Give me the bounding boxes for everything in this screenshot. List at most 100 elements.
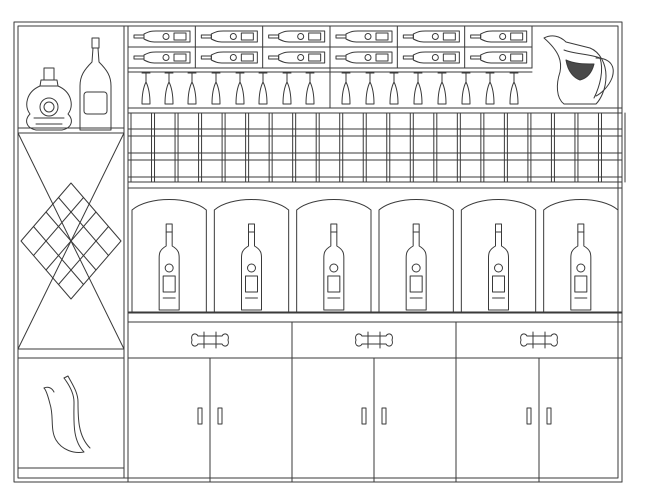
- rack-grid-line: [58, 226, 109, 285]
- glass-bowl: [235, 81, 245, 105]
- bottle-label: [442, 32, 456, 41]
- pitcher-handle: [595, 57, 614, 97]
- door-handle-right: [381, 407, 387, 425]
- inner-frame: [17, 25, 619, 479]
- bottle-body: [241, 231, 262, 311]
- bottle-medallion: [162, 54, 170, 61]
- bottle-medallion: [431, 54, 439, 61]
- bottle-body: [143, 51, 191, 64]
- bottle-medallion: [364, 54, 372, 61]
- bottle-body: [210, 30, 258, 43]
- bottle-cap: [248, 223, 255, 233]
- glass-bowl: [413, 81, 423, 105]
- bottle-body: [143, 30, 191, 43]
- lying-bottle: [268, 51, 326, 64]
- rack-grid-line: [45, 211, 97, 271]
- bottle-neck: [200, 55, 212, 60]
- standing-wine-bottle: [323, 223, 345, 311]
- arched-niche: [378, 199, 454, 313]
- bottle-body: [570, 231, 592, 311]
- cognac-medallion-inner: [43, 101, 55, 113]
- pitcher-body: [543, 35, 607, 105]
- bottle-medallion: [411, 263, 421, 273]
- bottle-label: [240, 32, 254, 41]
- door-handle-left: [526, 407, 532, 425]
- bottle-medallion: [297, 54, 305, 61]
- lying-bottle: [470, 30, 528, 43]
- glass-bowl: [141, 81, 151, 105]
- cabinet: [455, 321, 623, 483]
- bottle-body: [480, 51, 528, 64]
- lattice-shelf: [127, 107, 626, 189]
- bottle-label: [308, 32, 322, 41]
- rack-diamond: [20, 182, 122, 300]
- bottle-body: [345, 30, 393, 43]
- glass-bowl: [437, 81, 447, 105]
- bottle-body: [158, 231, 180, 311]
- lying-bottle: [200, 51, 258, 64]
- bottle-medallion: [431, 33, 439, 40]
- glass-bowl: [365, 81, 375, 105]
- bottle-body: [480, 30, 528, 43]
- bottle-body: [488, 231, 509, 311]
- bottle-neck: [268, 55, 280, 60]
- bottle-body: [79, 47, 112, 131]
- niche-arch: [543, 199, 619, 313]
- rack-grid-line: [33, 226, 84, 285]
- bottle-medallion: [576, 263, 586, 273]
- drawer-handle: [355, 331, 393, 349]
- bottle-neck: [402, 34, 414, 39]
- diamond-wine-rack: [17, 132, 125, 350]
- arched-niche: [543, 199, 619, 313]
- door-handle-left: [197, 407, 203, 425]
- lying-bottle: [200, 30, 258, 43]
- niche-arch: [460, 199, 537, 313]
- glass-bowl: [509, 81, 519, 105]
- bottle-label: [492, 275, 505, 293]
- glass-rack: [127, 67, 533, 109]
- bottle-label: [327, 275, 341, 293]
- door-handle-right: [217, 407, 223, 425]
- bottle-label: [162, 275, 176, 293]
- drawer-handle: [520, 331, 558, 349]
- standing-wine-bottle: [241, 223, 262, 311]
- standing-wine-bottle: [488, 223, 509, 311]
- glass-bowl: [485, 81, 495, 105]
- glass-bowl: [164, 81, 174, 105]
- niche-frame: [127, 187, 623, 314]
- bottle-label: [375, 32, 389, 41]
- arched-niche: [296, 199, 372, 313]
- bottle-body: [278, 51, 326, 64]
- bottle-body: [412, 51, 460, 64]
- bottle-cap: [330, 223, 338, 233]
- bottle-neck: [268, 34, 280, 39]
- standing-wine-bottle: [158, 223, 180, 311]
- lying-bottle: [470, 51, 528, 64]
- rack-diamond-grid: [20, 182, 122, 300]
- bottle-body: [405, 231, 427, 311]
- decanter-lip: [43, 386, 55, 393]
- cabinet-drawer: [291, 321, 457, 359]
- cognac-neck: [39, 79, 59, 87]
- decanter-outline-inner: [63, 375, 91, 449]
- lying-bottle: [335, 30, 393, 43]
- bottle-label: [442, 53, 456, 62]
- glass-bowl: [282, 81, 292, 105]
- handle-body: [191, 333, 229, 347]
- left-column: [17, 37, 125, 469]
- base-cabinets: [127, 321, 623, 483]
- lattice-bottom-rail: [127, 181, 623, 189]
- decanter-outline: [43, 377, 85, 453]
- bottle-medallion: [329, 263, 339, 273]
- bottle-medallion: [229, 54, 237, 61]
- bottle-label: [240, 53, 254, 62]
- wine-glass: [187, 72, 197, 105]
- bottle-medallion: [499, 54, 507, 61]
- wine-glass: [141, 72, 151, 105]
- bottle-cap: [577, 223, 585, 233]
- bottle-label: [83, 91, 108, 115]
- bottle-medallion: [494, 263, 503, 273]
- cognac-bottle: [26, 67, 72, 131]
- bottle-neck: [133, 55, 145, 60]
